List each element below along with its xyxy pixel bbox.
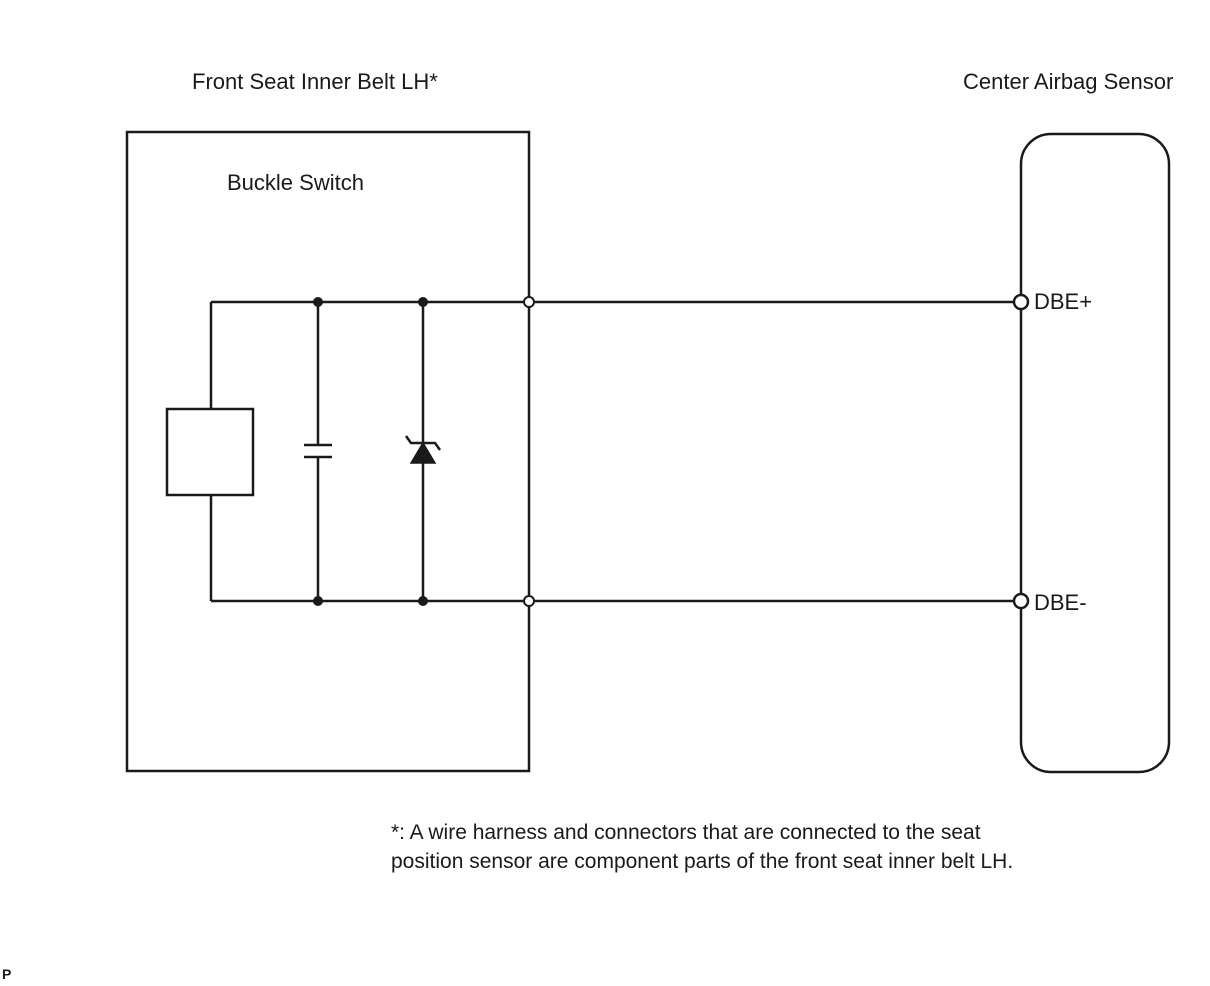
footnote-line-1: *: A wire harness and connectors that ar… bbox=[391, 821, 981, 844]
pin-label-dbe-minus: DBE- bbox=[1034, 590, 1087, 615]
center-airbag-sensor-box bbox=[1019, 132, 1171, 774]
capacitor bbox=[304, 302, 332, 601]
junction-dot bbox=[418, 596, 428, 606]
junction-dot bbox=[313, 596, 323, 606]
corner-mark: P bbox=[2, 966, 12, 982]
junction-dot bbox=[418, 297, 428, 307]
footnote-line-2: position sensor are component parts of t… bbox=[391, 850, 1014, 873]
connector-point bbox=[523, 296, 535, 308]
pin-label-dbe-plus: DBE+ bbox=[1034, 289, 1093, 314]
center-airbag-sensor-title: Center Airbag Sensor bbox=[963, 69, 1174, 94]
connector-point bbox=[523, 595, 535, 607]
terminal-dbe-minus bbox=[1012, 592, 1030, 610]
buckle-switch-label: Buckle Switch bbox=[227, 170, 364, 195]
switch-element bbox=[165, 407, 255, 497]
junction-dot bbox=[313, 297, 323, 307]
zener-diode-triangle bbox=[409, 441, 437, 464]
front-seat-inner-belt-box bbox=[125, 130, 531, 773]
footnote: *: A wire harness and connectors that ar… bbox=[391, 818, 1013, 876]
front-seat-inner-belt-title: Front Seat Inner Belt LH* bbox=[192, 69, 438, 94]
terminal-dbe-plus bbox=[1012, 293, 1030, 311]
